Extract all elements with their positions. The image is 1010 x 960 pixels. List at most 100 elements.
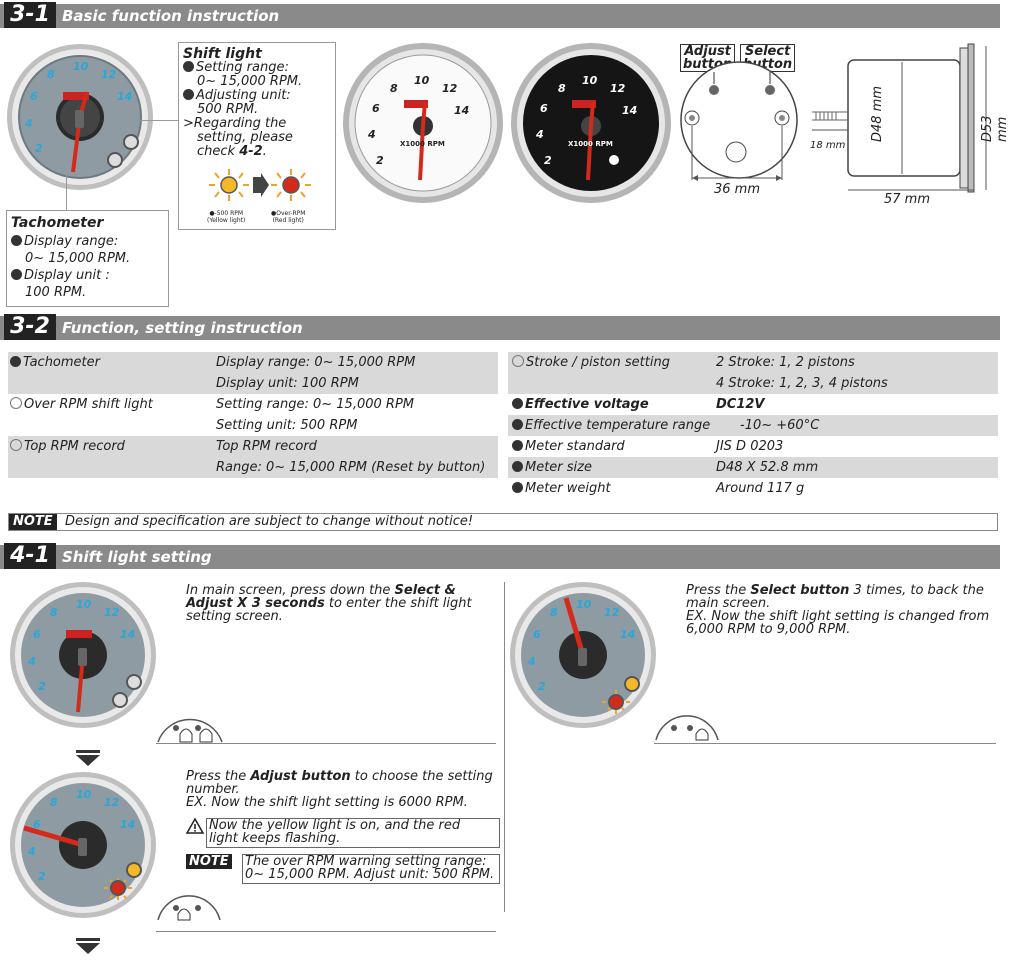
spec-temp-value: -10~ +60°C (740, 418, 820, 433)
spec-stroke-name: Stroke / piston setting (512, 353, 670, 373)
bolt-18mm: 18 mm (810, 140, 846, 151)
dial-unit-label: X1000 RPM (568, 140, 613, 148)
spec-tachometer-v2: Display unit: 100 RPM (216, 376, 359, 391)
section-3-1-header: 3-1 Basic function instruction (0, 2, 1000, 28)
spec-standard-name: Meter standard (512, 437, 625, 457)
svg-text:8: 8 (550, 606, 558, 619)
spec-shift-light-v1: Setting range: 0~ 15,000 RPM (216, 397, 414, 412)
spec-stroke-v2: 4 Stroke: 1, 2, 3, 4 pistons (716, 376, 888, 391)
dial-tick-6: 6 (372, 102, 380, 115)
press-both-buttons-icon (157, 718, 223, 743)
svg-text:6: 6 (30, 90, 38, 103)
shift-light-title: Shift light (183, 46, 262, 62)
shift-setting-range-label: Setting range: (183, 61, 289, 75)
dial-tick-14: 14 (622, 104, 637, 117)
note-bar: NOTE Design and specification are subjec… (8, 513, 998, 531)
diameter-48mm: D48 mm (870, 85, 885, 142)
bullet-icon (183, 61, 194, 72)
svg-text:8: 8 (47, 68, 55, 81)
spec-stroke-v1: 2 Stroke: 1, 2 pistons (716, 355, 855, 370)
svg-text:10: 10 (576, 598, 592, 611)
section-number: 3-1 (4, 2, 56, 28)
connector-line (66, 170, 67, 210)
shift-adjust-unit-label: Adjusting unit: (183, 89, 291, 103)
tach-display-range-label: Display range: (11, 235, 118, 249)
bullet-icon (512, 398, 523, 409)
spec-voltage-value: DC12V (716, 397, 765, 412)
svg-text:4: 4 (527, 655, 536, 668)
bullet-icon (512, 482, 523, 493)
svg-text:6: 6 (533, 628, 541, 641)
svg-text:8: 8 (50, 606, 58, 619)
step2-instruction: Press the Adjust button to choose the se… (186, 769, 493, 810)
spec-size-name: Meter size (512, 458, 592, 478)
spec-tachometer-name: Tachometer (10, 353, 100, 373)
svg-text:10: 10 (76, 598, 92, 611)
tachometer-title: Tachometer (11, 215, 104, 231)
bullet-icon (183, 89, 194, 100)
section-4-1-header: 4-1 Shift light setting (0, 543, 1000, 569)
spec-voltage-name: Effective voltage (512, 395, 649, 415)
section-title: Basic function instruction (62, 7, 280, 25)
bullet-icon (10, 356, 21, 367)
svg-text:12: 12 (104, 606, 120, 619)
bullet-icon (512, 461, 523, 472)
bullet-icon (512, 440, 523, 451)
shift-ref-line1: >Regarding the (183, 116, 287, 131)
svg-text:12: 12 (101, 68, 117, 81)
tachometer-info-box: Tachometer Display range: 0~ 15,000 RPM.… (6, 210, 169, 307)
step1-instruction: In main screen, press down the Select & … (186, 583, 472, 624)
shift-setting-range-value: 0~ 15,000 RPM. (197, 74, 303, 89)
warning-icon (185, 817, 205, 834)
shift-ref-line2: setting, please (197, 130, 293, 145)
section-number: 4-1 (4, 543, 56, 569)
dial-tick-10: 10 (414, 74, 430, 87)
spec-temp-name: Effective temperature range (512, 416, 710, 436)
note-label: NOTE (186, 854, 232, 869)
note-label: NOTE (9, 514, 57, 530)
column-divider (504, 582, 505, 912)
connector-line (140, 120, 178, 121)
spec-row-shade (508, 415, 998, 436)
spec-top-rpm-v1: Top RPM record (216, 439, 317, 454)
bullet-icon (11, 269, 22, 280)
press-select-button-icon (655, 715, 719, 741)
svg-text:12: 12 (104, 796, 120, 809)
circle-icon (10, 397, 22, 409)
svg-text:14: 14 (120, 628, 135, 641)
step2-note: NOTE The over RPM warning setting range:… (186, 854, 500, 884)
spec-standard-value: JIS D 0203 (716, 439, 784, 454)
spec-top-rpm-name: Top RPM record (10, 437, 125, 457)
shift-light-info-box: Shift light Setting range: 0~ 15,000 RPM… (178, 42, 336, 230)
svg-text:4: 4 (27, 655, 36, 668)
svg-text:2: 2 (35, 142, 43, 155)
spec-shift-light-name: Over RPM shift light (10, 395, 153, 415)
dial-tick-6: 6 (540, 102, 548, 115)
spec-tachometer-v1: Display range: 0~ 15,000 RPM (216, 355, 416, 370)
step-divider (156, 931, 496, 932)
dial-tick-8: 8 (558, 82, 566, 95)
svg-text:2: 2 (538, 680, 546, 693)
dial-tick-10: 10 (582, 74, 598, 87)
spec-weight-name: Meter weight (512, 479, 611, 499)
dial-unit-label: X1000 RPM (400, 140, 445, 148)
tach-display-unit-label: Display unit : (11, 269, 110, 283)
arrow-down-icon (76, 938, 100, 954)
dial-tick-4: 4 (367, 128, 376, 141)
shift-light-indicator-graphic (209, 169, 311, 201)
circle-icon (10, 439, 22, 451)
black-face-gauge: 2 4 6 8 10 12 14 X1000 RPM (510, 42, 672, 204)
dial-tick-2: 2 (544, 154, 552, 167)
yellow-light-caption: ●-500 RPM(Yellow light) (207, 210, 246, 224)
step-divider (654, 743, 996, 744)
svg-text:4: 4 (24, 117, 33, 130)
spec-row-shade (508, 457, 998, 478)
red-light-caption: ●Over-RPM(Red light) (271, 210, 306, 224)
svg-text:2: 2 (38, 680, 46, 693)
dial-tick-2: 2 (376, 154, 384, 167)
